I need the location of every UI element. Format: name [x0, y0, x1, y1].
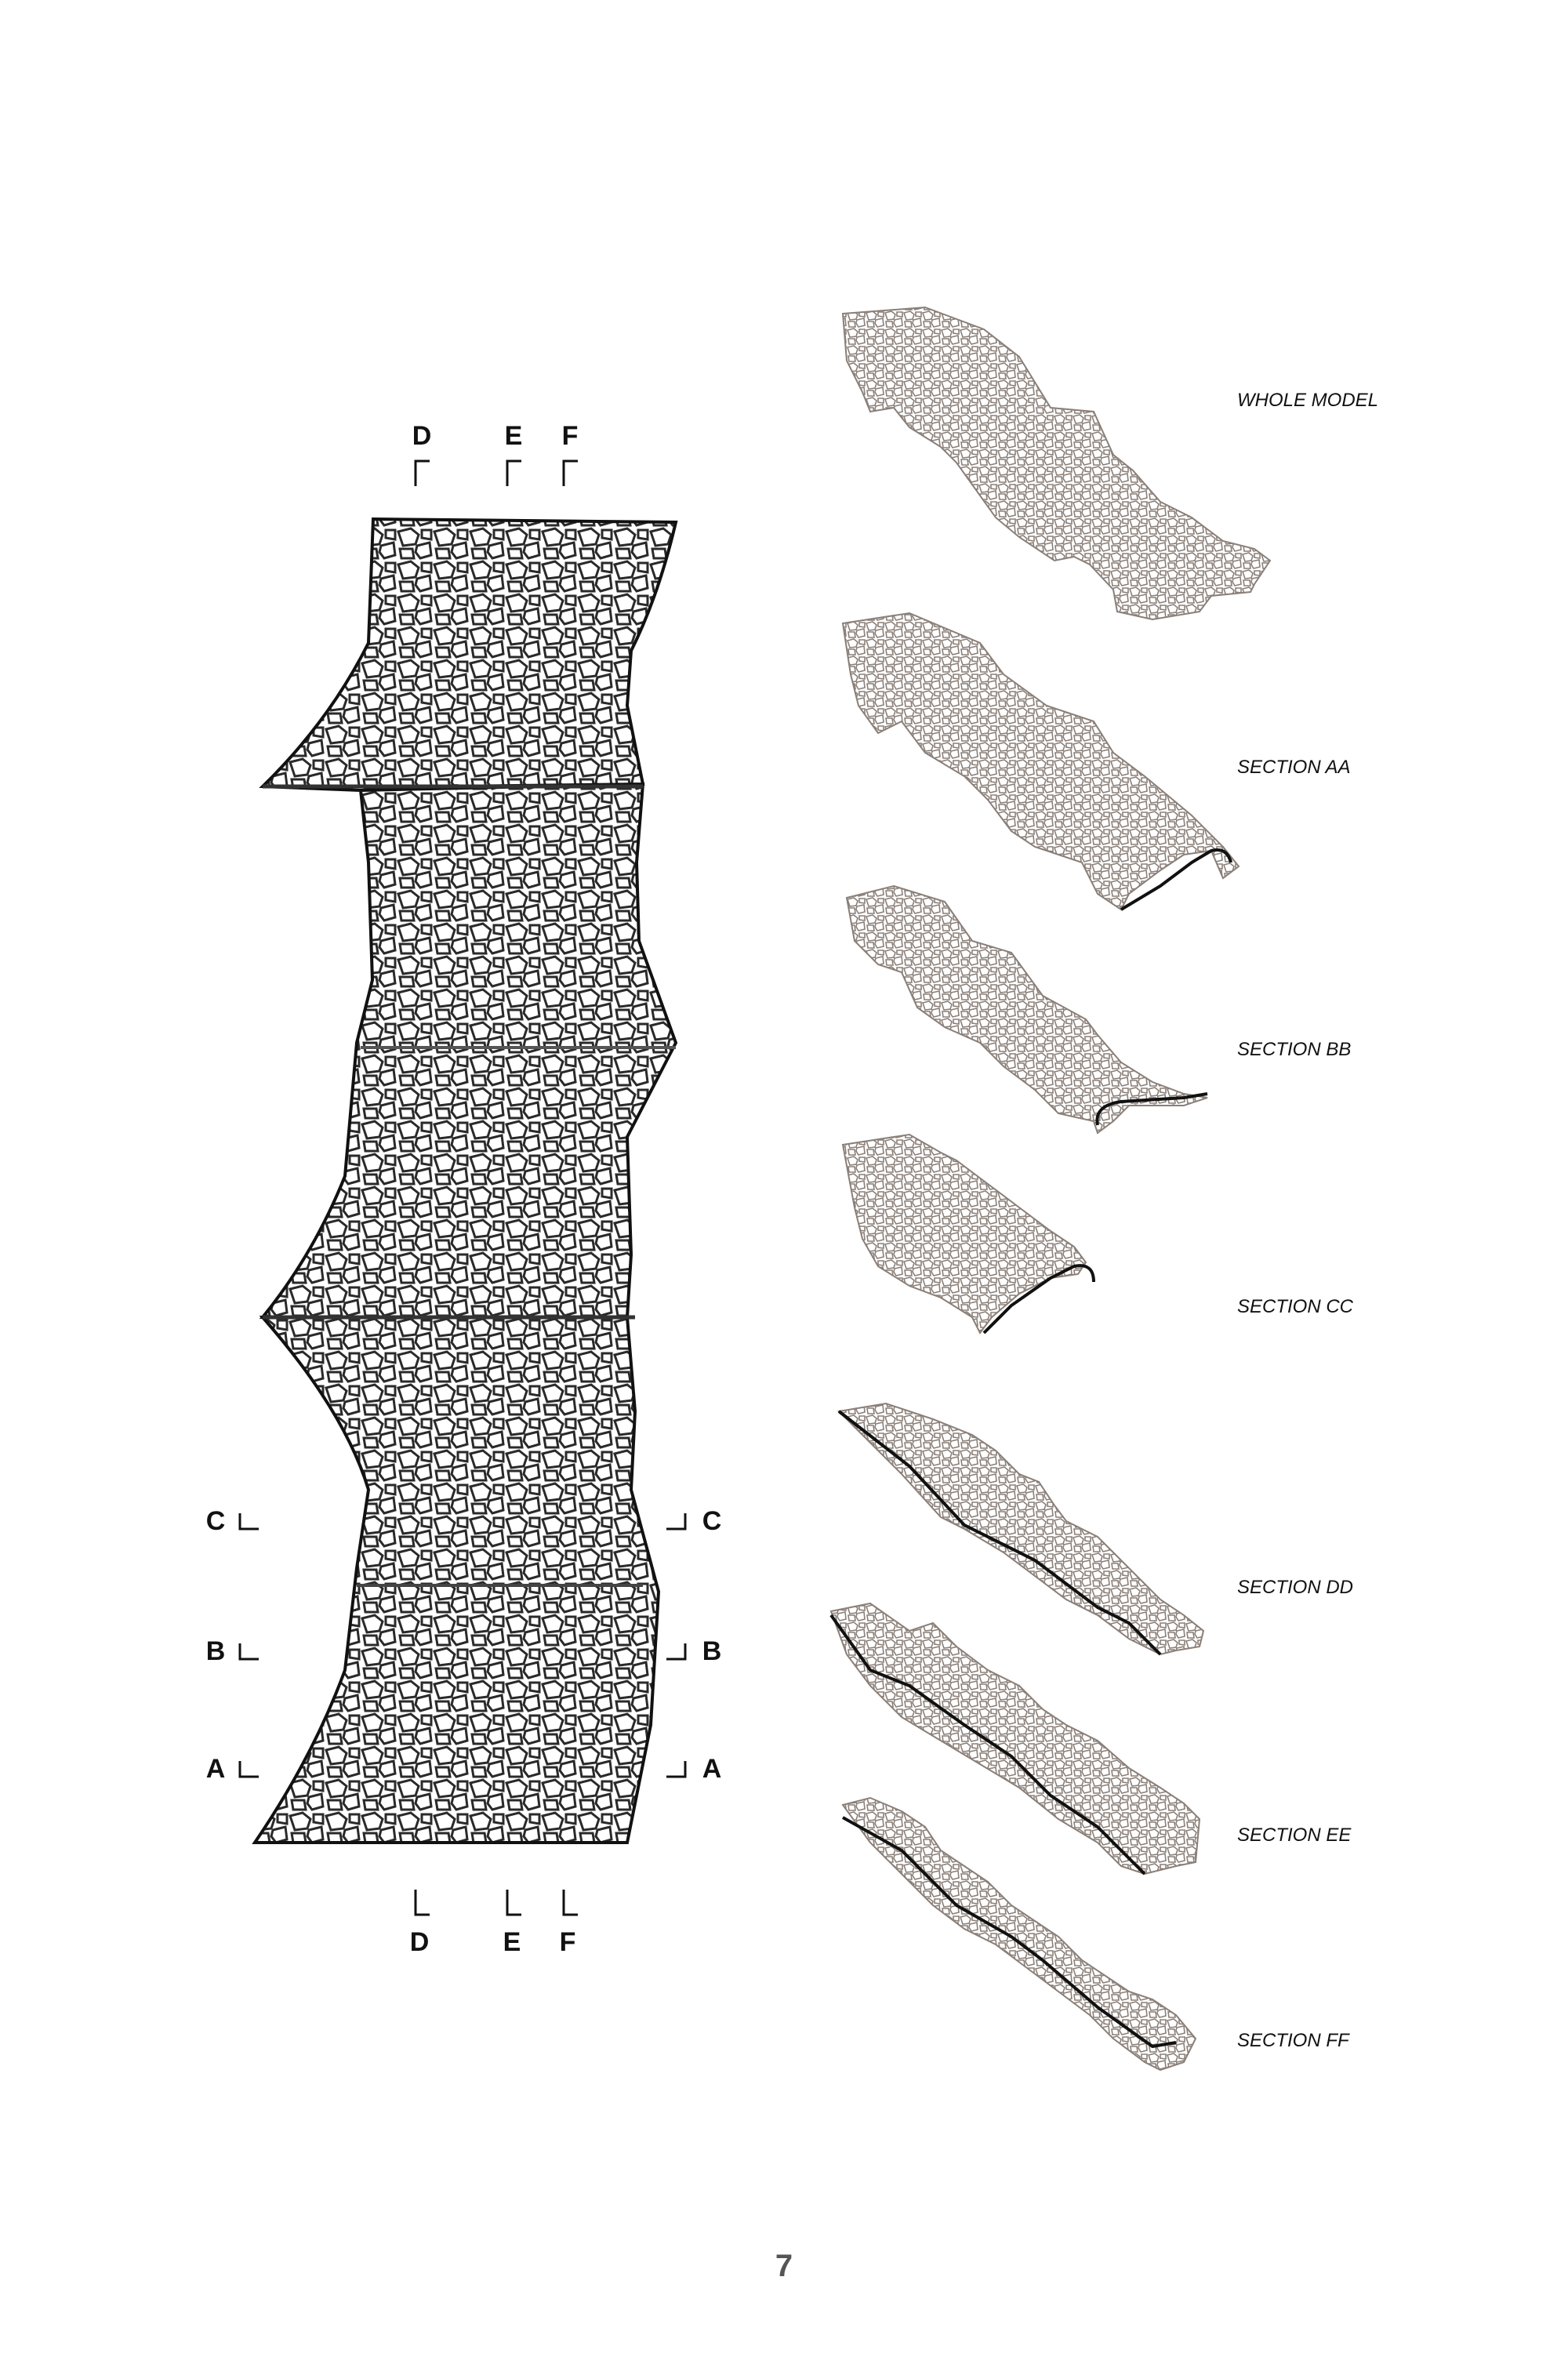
section-marker-bottom-e: E	[503, 1890, 521, 1957]
view-label: SECTION DD	[1237, 1577, 1353, 1598]
marker-letter: E	[505, 421, 523, 451]
view-section-bb: SECTION BB	[845, 884, 1351, 1135]
view-section-cc: SECTION CC	[841, 1133, 1354, 1334]
marker-letter: E	[503, 1927, 521, 1957]
mesh-surface	[841, 612, 1240, 911]
view-label: SECTION FF	[1237, 2030, 1350, 2051]
marker-letter: D	[412, 421, 432, 451]
section-cut-line	[837, 1410, 1162, 1656]
page-number: 7	[775, 2249, 793, 2283]
mesh-surface	[841, 306, 1272, 621]
section-marker-left-b: B	[206, 1636, 259, 1666]
view-whole-model: WHOLE MODEL	[841, 306, 1378, 621]
marker-letter: F	[562, 421, 579, 451]
view-section-dd: SECTION DD	[837, 1402, 1353, 1656]
section-markers: D E F D E F C B	[206, 421, 722, 1957]
view-label: SECTION AA	[1237, 757, 1350, 778]
view-section-aa: SECTION AA	[841, 612, 1350, 911]
section-marker-left-a: A	[206, 1754, 259, 1784]
view-label: SECTION EE	[1237, 1825, 1352, 1846]
section-marker-bottom-d: D	[410, 1890, 430, 1957]
section-marker-right-b: B	[666, 1636, 721, 1666]
mesh-surface	[837, 1402, 1205, 1656]
marker-letter: A	[206, 1754, 226, 1784]
marker-letter: A	[702, 1754, 722, 1784]
section-cut-line	[829, 1614, 1146, 1876]
marker-letter: B	[702, 1636, 722, 1666]
mesh-surface	[845, 884, 1208, 1135]
plan-outline	[252, 517, 678, 1844]
view-section-ff: SECTION FF	[841, 1796, 1350, 2072]
section-marker-top-e: E	[505, 421, 523, 486]
section-cut-line	[1120, 848, 1232, 911]
marker-letter: C	[206, 1506, 226, 1536]
view-label: SECTION BB	[1237, 1039, 1351, 1060]
marker-letter: F	[560, 1927, 576, 1957]
section-marker-top-f: F	[562, 421, 579, 486]
mesh-surface	[841, 1133, 1087, 1334]
section-marker-right-c: C	[666, 1506, 721, 1536]
section-cut-line	[982, 1264, 1095, 1334]
view-label: SECTION CC	[1237, 1296, 1354, 1317]
mesh-surface	[829, 1602, 1201, 1876]
view-label: WHOLE MODEL	[1237, 390, 1378, 411]
section-marker-right-a: A	[666, 1754, 721, 1784]
marker-letter: C	[702, 1506, 722, 1536]
plan-drawing	[252, 517, 678, 1844]
section-marker-left-c: C	[206, 1506, 259, 1536]
section-marker-top-d: D	[412, 421, 432, 486]
marker-letter: D	[410, 1927, 430, 1957]
section-cut-line	[842, 1816, 1177, 2049]
mesh-surface	[841, 1796, 1197, 2072]
section-cut-line	[1095, 1092, 1208, 1126]
marker-letter: B	[206, 1636, 226, 1666]
section-marker-bottom-f: F	[560, 1890, 578, 1957]
view-section-ee: SECTION EE	[829, 1602, 1352, 1876]
